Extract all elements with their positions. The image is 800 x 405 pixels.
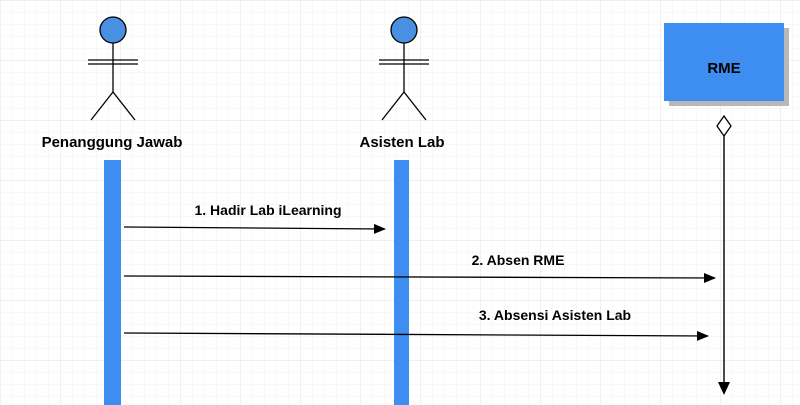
actor-label: Asisten Lab [359,134,444,151]
actor-label: Penanggung Jawab [42,134,183,151]
entity-rme[interactable]: RME [664,23,789,106]
message-arrow [123,330,709,341]
activation-bar-asisten-lab [394,160,409,405]
actor-penanggung-jawab[interactable]: Penanggung Jawab [42,16,183,151]
actor-icon [379,16,429,121]
lifeline-arrow-icon [718,382,730,395]
activation-bar-penanggung-jawab [104,160,121,405]
message-arrow [123,223,386,234]
lifeline-rme [716,114,732,395]
message-arrow [123,272,716,283]
message-label: 3. Absensi Asisten Lab [479,307,631,323]
message-label: 1. Hadir Lab iLearning [194,202,341,218]
entity-box [664,23,784,101]
message-label: 2. Absen RME [472,252,565,268]
message-3[interactable]: 3. Absensi Asisten Lab [123,307,709,341]
actor-asisten-lab[interactable]: Asisten Lab [359,16,445,151]
actor-icon [88,16,138,121]
entity-label: RME [707,60,740,77]
message-1[interactable]: 1. Hadir Lab iLearning [123,202,386,234]
message-2[interactable]: 2. Absen RME [123,252,716,283]
